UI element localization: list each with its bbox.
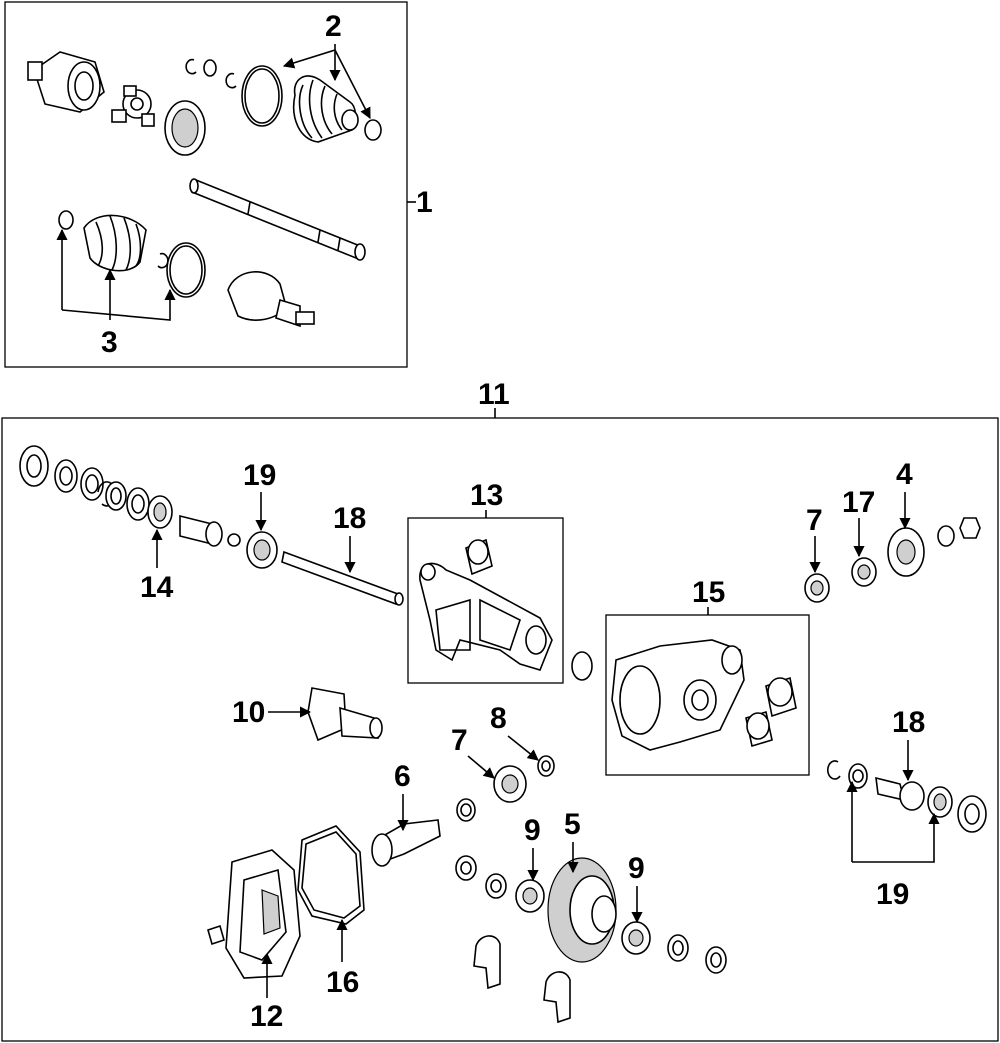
shaft-18-right <box>875 776 925 811</box>
boot-clamp-large <box>241 65 283 127</box>
differential-assembly-box <box>1 417 999 1042</box>
seal-17 <box>851 557 877 587</box>
bearing-cap-lower <box>543 971 571 1024</box>
seal-8 <box>537 755 555 777</box>
bearing-7-upper <box>804 573 830 603</box>
shim-washers-mid <box>455 798 507 899</box>
callout-18-lower: 18 <box>892 706 925 739</box>
callout-13: 13 <box>470 479 503 512</box>
callout-5: 5 <box>564 808 581 841</box>
snap-rings-upper <box>185 58 237 89</box>
ring-gear-5 <box>547 857 617 963</box>
bearing-19-left <box>246 531 278 569</box>
companion-flange-4 <box>887 527 925 577</box>
outer-cv-joint <box>227 271 315 328</box>
callout-19-upper: 19 <box>243 459 276 492</box>
tripod-joint <box>111 85 155 127</box>
callout-11: 11 <box>478 378 510 411</box>
output-shaft-left <box>179 514 241 547</box>
cover-gasket-16 <box>297 825 365 925</box>
callout-7-upper: 7 <box>806 504 823 537</box>
callout-18-upper: 18 <box>333 502 366 535</box>
callout-8: 8 <box>490 702 507 735</box>
callout-2: 2 <box>325 10 342 43</box>
callout-6: 6 <box>394 760 411 793</box>
housing-bushing-lower <box>745 710 773 748</box>
callout-12: 12 <box>250 1000 283 1033</box>
mount-bracket <box>419 562 553 671</box>
callout-7-lower: 7 <box>451 724 468 757</box>
cv-boot-inner <box>293 75 359 143</box>
callout-16: 16 <box>326 966 359 999</box>
shim-washers-right <box>667 934 727 974</box>
seal-14 <box>147 495 173 529</box>
rear-cover-12 <box>225 849 301 979</box>
bushing <box>465 538 493 576</box>
callout-9-left: 9 <box>524 814 541 847</box>
differential-housing <box>611 639 745 751</box>
leader-2 <box>282 44 336 69</box>
callout-10: 10 <box>232 696 265 729</box>
seal-washer-mid <box>571 651 593 681</box>
boot-clamp-small-lower <box>58 210 74 230</box>
housing-bushing-upper <box>765 676 797 718</box>
pinion-gear-6 <box>371 819 441 867</box>
bearing-19-right-lower <box>927 786 953 818</box>
snap-ring-right <box>826 760 841 780</box>
drain-plug <box>207 924 225 946</box>
seal-right-end <box>957 795 987 833</box>
bearing-7-lower <box>493 765 527 803</box>
callout-19-lower: 19 <box>876 878 909 911</box>
callout-1: 1 <box>416 186 433 219</box>
actuator-10 <box>307 687 383 742</box>
callout-4: 4 <box>896 458 913 491</box>
axle-shaft <box>189 178 366 261</box>
boot-clamp-large-lower <box>166 242 206 298</box>
axle-shaft-assembly-box <box>4 1 408 368</box>
left-seal-washers <box>19 445 150 521</box>
snap-ring-lower <box>157 252 169 269</box>
callout-3: 3 <box>101 326 118 359</box>
inner-cv-housing <box>27 51 105 113</box>
bearing-cap-upper <box>473 935 501 990</box>
bearing-9-right <box>621 921 651 955</box>
boot-clamp-small <box>364 119 382 141</box>
bearing-9-left <box>515 879 545 913</box>
washer-nut-right <box>937 517 981 547</box>
callout-17: 17 <box>842 486 875 519</box>
callout-14: 14 <box>140 571 174 604</box>
shaft-18-left <box>281 550 404 606</box>
callout-9-right: 9 <box>628 852 645 885</box>
spacer-ring <box>164 100 206 156</box>
callout-15: 15 <box>692 576 725 609</box>
cv-boot-outer <box>83 214 147 272</box>
